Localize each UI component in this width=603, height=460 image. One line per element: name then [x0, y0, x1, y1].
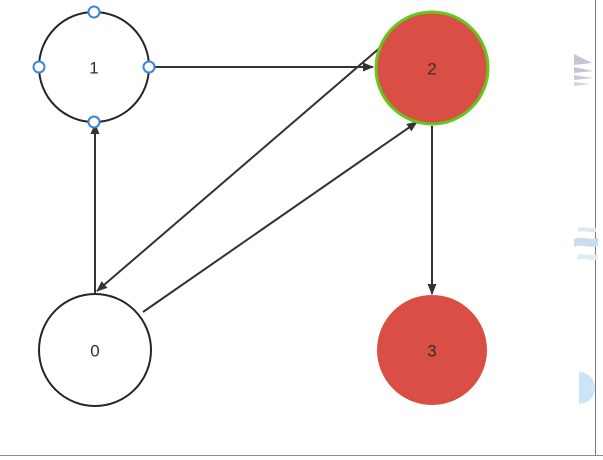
node-circle[interactable]	[377, 295, 487, 405]
node-handle-left[interactable]	[32, 60, 46, 74]
side-panel-divider	[595, 0, 596, 455]
node-circle[interactable]	[374, 10, 490, 126]
edges-layer	[90, 45, 437, 313]
graph-node[interactable]: 0	[38, 293, 152, 407]
graph-node[interactable]: 1	[38, 11, 150, 123]
graph-node[interactable]: 3	[377, 295, 487, 405]
side-panel	[560, 0, 603, 455]
graph-edge[interactable]	[142, 121, 418, 313]
wave-icon[interactable]	[572, 222, 598, 268]
node-handle-bottom[interactable]	[87, 115, 101, 129]
bottom-divider	[0, 455, 603, 456]
graph-svg[interactable]: 1 2 0 3	[0, 0, 560, 455]
node-handle-right[interactable]	[142, 60, 156, 74]
half-disc-icon[interactable]	[572, 368, 598, 408]
handles-layer	[32, 5, 156, 129]
node-circle[interactable]	[38, 293, 152, 407]
node-circle[interactable]	[38, 11, 150, 123]
nodes-layer: 1 2 0 3	[38, 10, 490, 407]
bottom-strip	[0, 456, 603, 460]
graph-canvas[interactable]: 1 2 0 3	[0, 0, 560, 455]
graph-edge[interactable]	[96, 45, 383, 292]
graph-node[interactable]: 2	[374, 10, 490, 126]
node-handle-top[interactable]	[87, 5, 101, 19]
chevrons-right-icon[interactable]	[572, 52, 598, 88]
